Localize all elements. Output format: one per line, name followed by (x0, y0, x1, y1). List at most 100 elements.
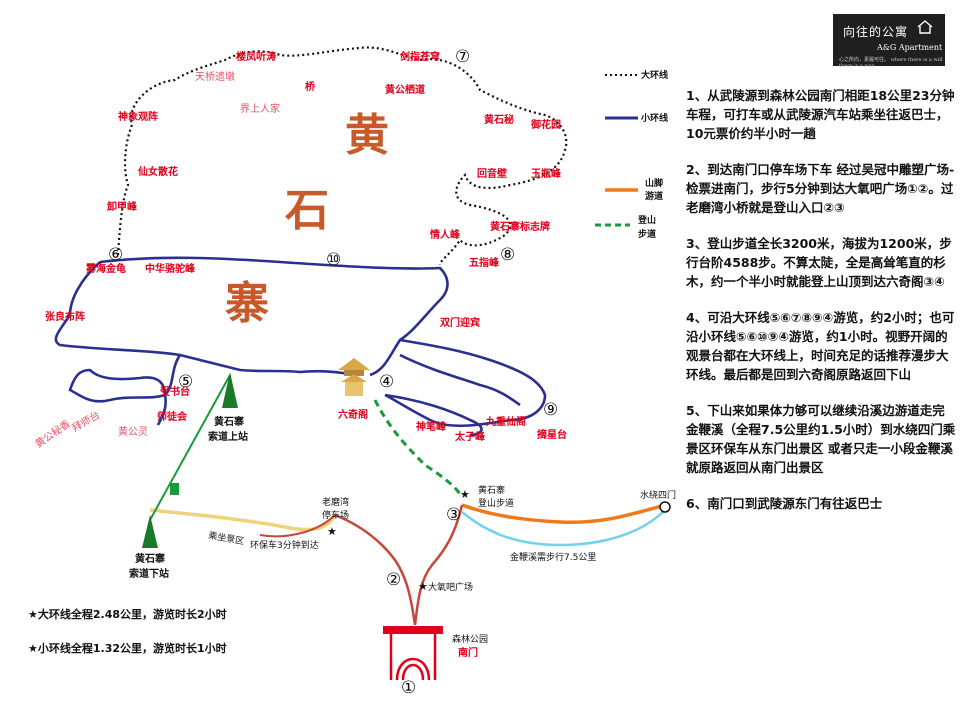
label-huanggong-ling: 黄公灵 (118, 425, 148, 438)
star-marker-2: ★ (418, 580, 428, 593)
label-biaozhi: 黄石寨标志牌 (490, 220, 550, 233)
label-taizi: 太子峰 (454, 430, 486, 443)
label-qingren: 情人峰 (430, 228, 461, 241)
legend-climb-2: 步道 (638, 228, 656, 240)
small-loop-southwest (68, 354, 182, 426)
label-laomowan-2: 停车场 (322, 509, 349, 521)
label-huangshi-mi: 黄石秘 (484, 113, 514, 126)
logo-tagline: 心之所向，素履可往。 where there is a will there i… (839, 57, 943, 69)
title-char-2: 石 (285, 185, 329, 236)
label-shenbi: 神笔峰 (416, 420, 447, 433)
legend-big-loop: 大环线 (641, 69, 668, 81)
number-2: ② (386, 570, 401, 590)
number-6: ⑥ (108, 245, 123, 265)
legend: 大环线 小环线 山脚 游道 登山 步道 (595, 69, 668, 240)
label-route-shuttle-1: 乘坐景区 (207, 529, 245, 547)
label-jiuchong: 九重仙阁 (485, 415, 526, 428)
legend-small-loop: 小环线 (640, 112, 668, 124)
note-2: 2、到达南门口停车场下车 经过吴冠中雕塑广场-检票进南门，步行5分钟到达大氧吧广… (686, 162, 955, 215)
number-10: ⑩ (326, 250, 341, 270)
label-yuping: 玉瓶峰 (531, 167, 562, 180)
cable-car-icon (170, 483, 179, 495)
label-xiannv: 仙女散花 (138, 165, 178, 178)
note-1: 1、从武陵源到森林公园南门相距18公里23分钟车程，可打车或从武陵源汽车站乘坐往… (686, 88, 955, 141)
label-yangba: 大氧吧广场 (428, 581, 473, 593)
foot-trail (461, 503, 666, 525)
note-5: 5、下山来如果体力够可以继续沿溪边游道走完金鞭溪（全程7.5公里约1.5小时）到… (686, 403, 956, 475)
title-char-3: 寨 (225, 278, 269, 329)
note-4: 4、可沿大环线⑤⑥⑦⑧⑨④游览，约2小时；也可沿小环线⑤⑥⑩⑨④游览，约1小时。… (686, 310, 955, 382)
label-huiyin: 回音壁 (477, 167, 507, 180)
logo-title: 向往的公寓 (843, 25, 909, 39)
south-gate-icon (383, 626, 443, 681)
star-marker-3: ★ (460, 488, 470, 501)
label-cable-top-2: 索道上站 (208, 430, 248, 443)
legend-foot-2: 游道 (645, 190, 663, 202)
label-senlin: 森林公园 (452, 633, 488, 645)
small-loop-east (384, 338, 547, 437)
label-shuangmen: 双门迎宾 (440, 316, 480, 329)
cable-line (149, 374, 231, 521)
notes-panel: 1、从武陵源到森林公园南门相距18公里23分钟车程，可打车或从武陵源汽车站乘坐往… (686, 86, 956, 530)
label-shoushu: 受书台 (160, 385, 190, 398)
label-xiejia: 卸甲峰 (107, 200, 138, 213)
label-tianqiao: 天桥遗墩 (195, 70, 235, 83)
number-7: ⑦ (455, 47, 470, 67)
number-3: ③ (446, 505, 461, 525)
label-route-creek: 金鞭溪需步行7.5公里 (510, 551, 596, 563)
road-south (334, 504, 464, 626)
title-char-1: 黄 (345, 110, 389, 161)
label-huanggong-mi: 黄公秘香 (32, 417, 72, 451)
big-loop-route (116, 46, 568, 266)
logo: 向往的公寓 A&G Apartment 心之所向，素履可往。 where the… (833, 14, 945, 69)
label-loufeng: 楼凤听涛 (236, 50, 276, 63)
endpoint-dot (659, 501, 671, 513)
label-trail-2: 登山步道 (478, 497, 514, 509)
shuttle-road (149, 508, 337, 532)
label-trail-1: 黄石寨 (478, 484, 505, 496)
legend-foot-1: 山脚 (645, 177, 663, 189)
legend-climb-1: 登山 (637, 214, 656, 226)
label-route-shuttle-2: 环保车3分钟到达 (250, 539, 319, 551)
label-wuzhi: 五指峰 (469, 256, 500, 269)
shuttle-road-red (259, 514, 336, 538)
label-huanggong-qi: 黄公栖道 (385, 83, 425, 96)
logo-subtitle: A&G Apartment (877, 43, 943, 52)
label-nanmen: 南门 (458, 646, 478, 659)
label-jianzhi: 剑指苍穹 (399, 50, 440, 63)
number-5: ⑤ (178, 372, 193, 392)
creek (461, 509, 666, 547)
note-3: 3、登山步道全长3200米，海拔为1200米，步行台阶4588步。不算太陡，全是… (686, 236, 952, 289)
label-cable-bottom-2: 索道下站 (129, 567, 169, 580)
stats-small-loop: ★小环线全程1.32公里，游览时长1小时 (28, 642, 227, 655)
label-shuirao: 水绕四门 (640, 489, 676, 501)
number-4: ④ (379, 372, 394, 392)
pavilion-icon (338, 358, 370, 396)
star-marker-1: ★ (327, 525, 337, 538)
number-1: ① (401, 678, 416, 698)
label-wuhai: 雾海金龟 (85, 262, 126, 275)
label-zhangliang: 张良布阵 (45, 310, 85, 323)
label-cable-top-1: 黄石寨 (214, 415, 244, 428)
label-laomowan-1: 老磨湾 (322, 496, 349, 508)
label-zhonghua: 中华骆驼峰 (145, 262, 196, 275)
small-loop-route (99, 256, 449, 377)
label-zhaixing: 摘星台 (537, 428, 567, 441)
climb-trail (373, 399, 464, 498)
label-jieshang: 界上人家 (240, 102, 280, 115)
number-9: ⑨ (543, 400, 558, 420)
label-shenxiang: 神象观阵 (118, 110, 158, 123)
label-cable-bottom-1: 黄石寨 (135, 552, 165, 565)
stats-big-loop: ★大环线全程2.48公里，游览时长2小时 (28, 608, 227, 621)
label-shitu: 师徒会 (157, 410, 187, 423)
label-liuqi: 六奇阁 (338, 408, 368, 421)
small-loop-west (54, 261, 356, 377)
number-8: ⑧ (500, 245, 515, 265)
cable-top-station-icon (222, 372, 238, 408)
house-icon (917, 20, 933, 34)
label-baishi: 拜师台 (70, 408, 102, 434)
label-yuhuayuan: 御花园 (530, 118, 561, 131)
cable-bottom-station-icon (142, 515, 158, 548)
note-6: 6、南门口到武陵源东门有往返巴士 (686, 496, 883, 511)
